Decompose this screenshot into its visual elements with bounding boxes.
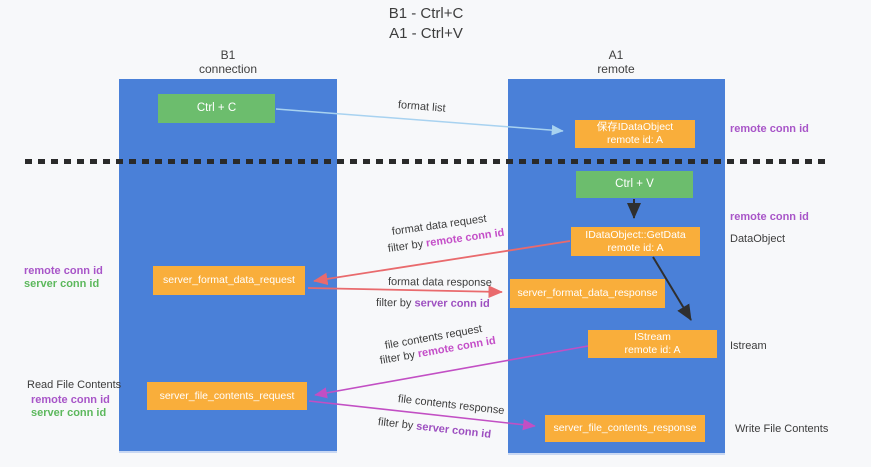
label-filter-by-server-1: filter by server conn id (376, 297, 490, 310)
node-server-format-data-response: server_format_data_response (510, 279, 665, 308)
title-line-1: B1 - Ctrl+C (388, 5, 464, 22)
ctrl-v-label: Ctrl + V (615, 178, 654, 190)
istream-line2: remote id: A (624, 344, 681, 356)
server-format-data-request-label: server_format_data_request (163, 274, 295, 286)
node-save-idataobject: 保存IDataObject remote id: A (575, 120, 695, 148)
lane-a1-role: remote (597, 62, 635, 76)
annotation-write-file-contents: Write File Contents (735, 423, 829, 435)
lane-b1-name: B1 (220, 48, 236, 62)
lane-a1-name: A1 (608, 48, 624, 62)
server-conn-id-highlight: server conn id (414, 297, 490, 310)
filter-by-text: filter by (377, 416, 417, 433)
filter-by-text: filter by (387, 237, 427, 255)
annotation-read-file-contents: Read File Contents (27, 379, 122, 391)
diagram-title: B1 - Ctrl+C A1 - Ctrl+V (306, 4, 546, 44)
node-server-file-contents-request: server_file_contents_request (147, 382, 307, 410)
label-format-data-response: format data response (387, 276, 493, 289)
server-format-data-response-label: server_format_data_response (517, 287, 658, 299)
server-file-contents-response-label: server_file_contents_response (553, 422, 697, 434)
node-server-file-contents-response: server_file_contents_response (545, 415, 705, 442)
istream-line1: IStream (634, 331, 671, 343)
label-file-contents-response: file contents response (397, 393, 506, 418)
annotation-remote-conn-id-mid: remote conn id (730, 211, 809, 223)
server-conn-id-highlight: server conn id (415, 420, 492, 441)
server-file-contents-request-label: server_file_contents_request (159, 389, 295, 402)
node-ctrl-v: Ctrl + V (576, 171, 693, 198)
lane-b1-role: connection (198, 62, 258, 76)
annotation-server-conn-id-left: server conn id (24, 278, 100, 290)
filter-by-text: filter by (375, 297, 415, 310)
label-filter-by-server-2: filter by server conn id (377, 416, 491, 441)
node-idataobject-getdata: IDataObject::GetData remote id: A (571, 227, 700, 256)
annotation-conn-ids-mid: remote conn id server conn id (24, 265, 103, 291)
node-ctrl-c: Ctrl + C (158, 94, 275, 123)
annotation-server-conn-id-bottom: server conn id (31, 407, 107, 419)
annotation-remote-conn-id-left: remote conn id (24, 265, 103, 277)
lane-header-a1: A1 remote (546, 48, 686, 76)
node-server-format-data-request: server_format_data_request (153, 266, 305, 295)
node-istream: IStream remote id: A (588, 330, 717, 358)
save-idataobject-line1: 保存IDataObject (596, 121, 674, 133)
lane-header-b1: B1 connection (158, 48, 298, 76)
title-line-2: A1 - Ctrl+V (389, 25, 463, 42)
annotation-remote-conn-id-top: remote conn id (730, 123, 809, 135)
ctrl-c-label: Ctrl + C (196, 102, 237, 114)
annotation-istream: Istream (730, 340, 767, 352)
getdata-line2: remote id: A (607, 241, 664, 254)
annotation-dataobject: DataObject (730, 233, 786, 245)
save-idataobject-line2: remote id: A (606, 134, 664, 146)
getdata-line1: IDataObject::GetData (585, 228, 686, 241)
annotation-remote-conn-id-bottom: remote conn id (31, 394, 110, 406)
dashed-separator (25, 159, 830, 164)
label-format-list: format list (397, 99, 447, 115)
